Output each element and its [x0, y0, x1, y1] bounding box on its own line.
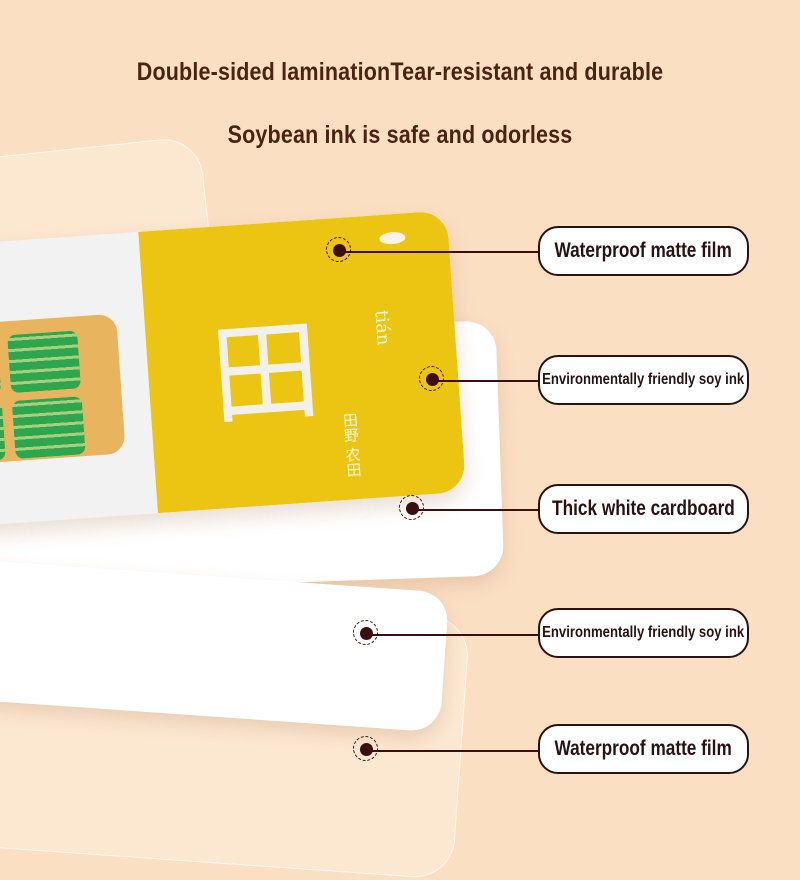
callout-line	[413, 509, 538, 511]
field-patch	[11, 396, 86, 459]
field-illustration	[0, 313, 126, 465]
callout-waterproof-film-bottom: Waterproof matte film	[538, 724, 749, 774]
callout-dot-icon	[353, 736, 378, 761]
callout-line	[340, 251, 538, 253]
card-words: 田野 农田	[338, 412, 364, 478]
callout-label: Thick white cardboard	[552, 497, 735, 520]
callout-label: Waterproof matte film	[554, 737, 733, 760]
callout-dot-icon	[399, 495, 424, 520]
callout-white-cardboard: Thick white cardboard	[538, 484, 749, 534]
callout-dot-icon	[353, 620, 378, 645]
headline-lamination: Double-sided laminationTear-resistant an…	[136, 58, 664, 86]
callout-soy-ink-top: Environmentally friendly soy ink	[538, 355, 749, 405]
callout-label: Waterproof matte film	[554, 239, 733, 262]
callout-label: Environmentally friendly soy ink	[542, 624, 745, 641]
callout-line	[367, 634, 538, 636]
callout-line	[367, 750, 538, 752]
field-patch	[7, 330, 82, 394]
callout-soy-ink-bottom: Environmentally friendly soy ink	[538, 608, 749, 658]
callout-dot-icon	[419, 366, 444, 391]
callout-label: Environmentally friendly soy ink	[542, 371, 745, 388]
field-patch	[0, 401, 6, 465]
card-hanzi: 田	[206, 305, 325, 442]
callout-dot-icon	[326, 237, 351, 262]
headline-soybean-ink: Soybean ink is safe and odorless	[227, 121, 573, 149]
card-word: 田野	[340, 411, 361, 444]
field-patch	[0, 335, 2, 399]
callout-waterproof-film-top: Waterproof matte film	[538, 226, 749, 276]
bottom-print-layer	[0, 557, 450, 733]
callout-line	[433, 380, 538, 382]
card-pinyin: tián	[370, 309, 394, 347]
card-word: 农田	[342, 446, 363, 478]
flash-card: 田 tián 田野 农田	[0, 210, 467, 528]
